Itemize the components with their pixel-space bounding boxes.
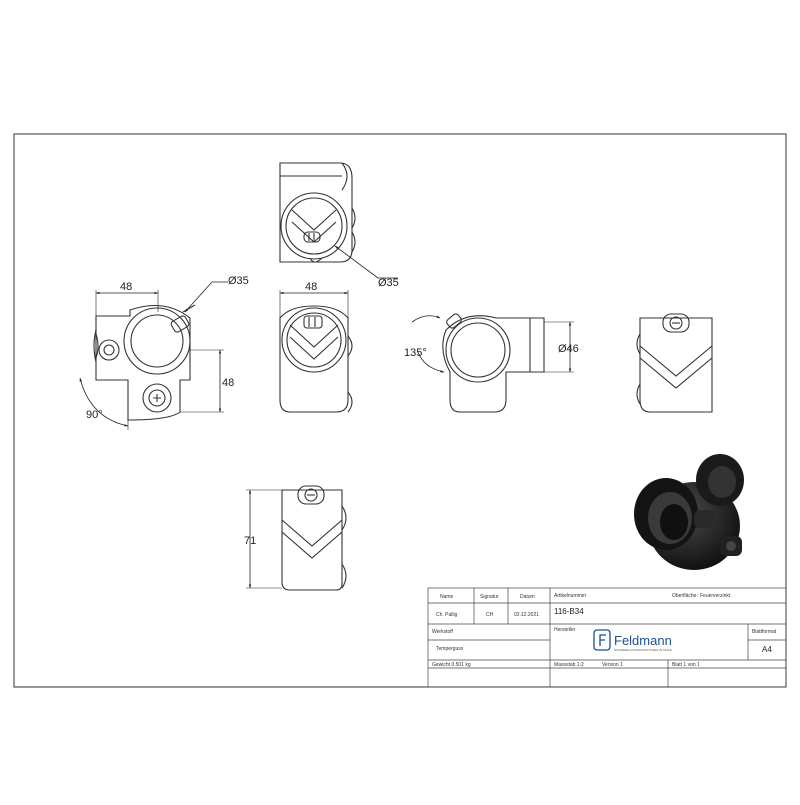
logo-wordmark: Feldmann [614,633,672,648]
label-blattformat: Blattformat [752,629,777,635]
dim-left-width: 48 [120,281,132,293]
dim-right-diameter: Ø46 [558,343,579,355]
logo-tagline: SCHWERE KONSTRUKTIONEN IN STAHL [614,648,673,652]
value-datum: 02.12.2021 [514,612,539,618]
sheet-border [13,133,787,688]
header-datum: Datum [520,594,535,600]
label-hersteller: Hersteller [554,627,576,633]
value-oberflaeche: Feuerverzinkt [700,593,731,599]
label-werkstoff: Werkstoff [432,629,454,635]
fitting-3d-render [634,454,744,570]
value-werkstoff: Temperguss [436,646,464,652]
value-massstab: Massstab 1:2 [554,662,584,668]
feldmann-logo: Feldmann SCHWERE KONSTRUKTIONEN IN STAHL [593,629,673,652]
header-signatur: Signatur [480,594,499,600]
value-signatur: CH [486,612,494,618]
feldmann-logo-icon [593,629,611,651]
value-name: Ch. Pallig [436,612,458,618]
dim-left-diameter: Ø35 [228,275,249,287]
value-gewicht: Gewicht 0.501 kg [432,662,471,668]
top-view [279,162,356,263]
left-view [93,304,196,421]
dim-left-angle: 90° [86,409,103,421]
right-view [442,313,545,413]
dim-left-height: 48 [222,377,234,389]
value-blatt: Blatt 1 von 1 [672,662,700,668]
dim-bottom-height: 71 [244,535,256,547]
label-artikelnummer: Artikelnummer [554,593,587,599]
bottom-view [281,485,347,591]
value-blattformat: A4 [762,645,772,654]
far-right-view [636,313,713,413]
title-block [427,587,787,688]
value-version: Version 1 [602,662,623,668]
value-artikelnummer: 116-B34 [554,607,584,616]
dim-top-diameter: Ø35 [378,277,399,289]
header-name: Name [440,594,454,600]
label-oberflaeche: Oberfläche: [672,593,698,599]
dim-center-width: 48 [305,281,317,293]
center-view [279,305,353,413]
dim-right-angle: 135° [404,347,427,359]
